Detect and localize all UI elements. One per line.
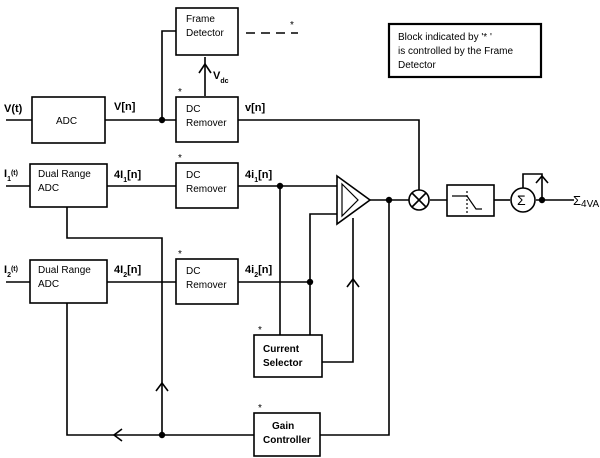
current-selector-asterisk: *: [258, 325, 262, 336]
junction-output: [538, 196, 546, 204]
dc-remover-2-asterisk: *: [178, 249, 182, 260]
wire-to-frame-detector: [161, 30, 176, 120]
frame-detector-label-1: Frame: [186, 14, 215, 25]
current-selector-label-2: Selector: [263, 358, 303, 369]
frame-detector-block: Frame Detector: [175, 7, 239, 56]
gain-controller-label-2: Controller: [263, 435, 311, 446]
signal-4i1-adc: 4I1[n]: [114, 169, 141, 184]
legend-note: Block indicated by '* ' is controlled by…: [387, 22, 543, 79]
wire-selector-control: [322, 218, 354, 363]
dc-remover-1-asterisk: *: [178, 153, 182, 164]
dc-remover-1-label-1: DC: [186, 170, 200, 181]
dual-adc-1-label-1: Dual Range: [38, 169, 91, 180]
dual-adc-2-label-2: ADC: [38, 279, 59, 290]
wire-accumulator-feedback: [522, 173, 543, 200]
accumulator-arrow-icon: [535, 174, 549, 184]
junction-switch-out: [385, 196, 393, 204]
dual-adc-2-label-1: Dual Range: [38, 265, 91, 276]
current-selector-label-1: Current: [263, 344, 300, 355]
gain-controller-block: Gain Controller: [253, 412, 321, 457]
dc-remover-v-asterisk: *: [178, 87, 182, 98]
dc-remover-v-label-2: Remover: [186, 118, 227, 129]
signal-4i1-dc: 4i1[n]: [245, 169, 272, 184]
dual-range-adc-1-block: Dual Range ADC: [29, 163, 108, 208]
selector-arrow-up-icon: [346, 277, 360, 288]
signal-i1-input: I1(t): [4, 168, 18, 183]
junctions: [158, 116, 546, 439]
wire-gain-feedback-1: [66, 207, 163, 435]
wire-gain-feedback-2: [66, 303, 254, 436]
signal-4i2-dc: 4i2[n]: [245, 264, 272, 279]
wire-to-gain-controller: [320, 200, 390, 436]
gain-arrow-up-icon: [155, 381, 169, 392]
accumulator-block: Σ: [510, 187, 536, 213]
dc-remover-v-label-1: DC: [186, 104, 200, 115]
current-selector-block: Current Selector: [253, 334, 323, 378]
signal-vdc: Vdc: [213, 70, 229, 85]
low-pass-filter-block: [446, 184, 495, 217]
signal-i2-input: I2(t): [4, 264, 18, 279]
gain-arrow-left-icon: [112, 428, 123, 442]
signal-output: Σ4VA: [573, 193, 600, 210]
wire-v-to-multiplier: [238, 119, 420, 192]
note-line-2: is controlled by the Frame: [398, 46, 513, 57]
current-selector-switch: [336, 174, 372, 226]
junction-gain: [158, 431, 166, 439]
adc-block: ADC: [31, 96, 106, 144]
dual-range-adc-2-block: Dual Range ADC: [29, 259, 108, 304]
gain-controller-asterisk: *: [258, 403, 262, 414]
accumulator-sigma: Σ: [517, 192, 526, 208]
multiplier-icon: [408, 189, 430, 211]
note-line-3: Detector: [398, 60, 436, 71]
wires: [6, 30, 574, 442]
dual-adc-1-label-2: ADC: [38, 183, 59, 194]
low-pass-filter-icon: [452, 195, 482, 210]
signal-v-n-upper: V[n]: [114, 101, 136, 113]
note-line-1: Block indicated by '* ': [398, 32, 492, 43]
dc-remover-2-block: DC Remover: [175, 258, 239, 305]
adc-label: ADC: [56, 116, 77, 127]
frame-detector-label-2: Detector: [186, 28, 224, 39]
junction-v: [158, 116, 166, 124]
dc-remover-2-label-2: Remover: [186, 280, 227, 291]
junction-i1: [276, 182, 284, 190]
vdc-arrow-icon: [198, 62, 212, 74]
dc-remover-2-label-1: DC: [186, 266, 200, 277]
signal-v-n-lower: v[n]: [245, 102, 266, 114]
signal-4i2-adc: 4I2[n]: [114, 264, 141, 279]
dc-remover-1-label-2: Remover: [186, 184, 227, 195]
signal-v-input: V(t): [4, 103, 23, 115]
dc-remover-v-block: DC Remover: [175, 96, 239, 143]
junction-i2: [306, 278, 314, 286]
wire-i2-to-switch: [309, 213, 337, 335]
dc-remover-1-block: DC Remover: [175, 162, 239, 209]
frame-detector-asterisk: *: [290, 20, 294, 31]
gain-controller-label-1: Gain: [272, 421, 294, 432]
